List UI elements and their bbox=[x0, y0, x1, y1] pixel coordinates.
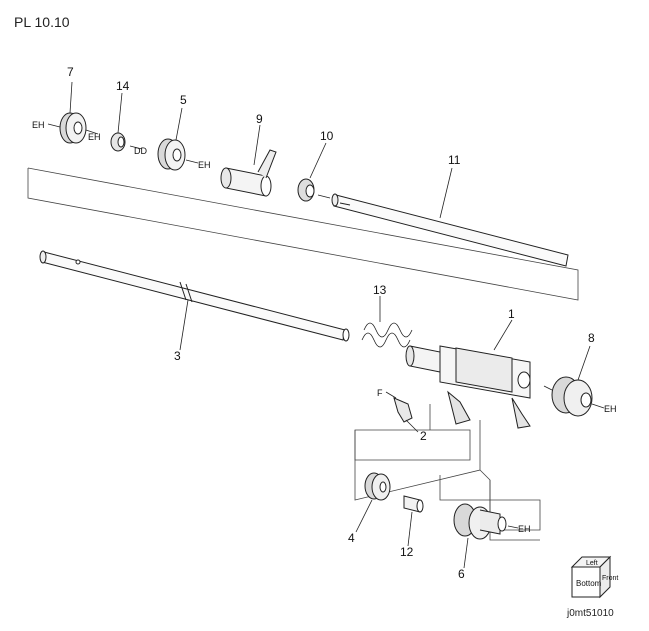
callout-13: 13 bbox=[373, 283, 387, 297]
callout-1: 1 bbox=[508, 307, 515, 321]
tag-eh-7-right: EH bbox=[88, 132, 101, 142]
callout-6: 6 bbox=[458, 567, 465, 581]
part-12-pin bbox=[403, 495, 424, 547]
part-11-shaft bbox=[331, 167, 569, 267]
part-8-gear bbox=[543, 345, 605, 417]
callout-4: 4 bbox=[348, 531, 355, 545]
callout-8: 8 bbox=[588, 331, 595, 345]
cube-label-front: Front bbox=[602, 575, 618, 582]
tag-eh-7-left: EH bbox=[32, 120, 45, 130]
callout-3: 3 bbox=[174, 349, 181, 363]
part-5-gear bbox=[157, 107, 199, 171]
figure-id: j0mt51010 bbox=[566, 608, 614, 619]
part-6-gear bbox=[453, 503, 519, 569]
part-4-gear bbox=[355, 472, 391, 533]
callout-7: 7 bbox=[67, 65, 74, 79]
part-3-shaft bbox=[39, 250, 350, 351]
callout-12: 12 bbox=[400, 545, 414, 559]
callout-14: 14 bbox=[116, 79, 130, 93]
tag-eh-8: EH bbox=[604, 404, 617, 414]
callout-10: 10 bbox=[320, 129, 334, 143]
lower-bracket-frames bbox=[354, 404, 541, 541]
part-14-ring bbox=[110, 92, 143, 152]
part-1-bracket bbox=[405, 319, 531, 429]
tag-eh-5: EH bbox=[198, 160, 211, 170]
cube-label-bottom: Bottom bbox=[576, 579, 602, 588]
part-10-collar bbox=[297, 142, 331, 202]
tag-eh-6: EH bbox=[518, 524, 531, 534]
part-9-holder bbox=[220, 124, 277, 197]
cube-label-left: Left bbox=[586, 560, 598, 567]
callout-11: 11 bbox=[448, 153, 461, 167]
orientation-cube-icon: Bottom Left Front bbox=[570, 555, 618, 599]
upper-assembly-frame bbox=[27, 167, 579, 301]
callout-2: 2 bbox=[420, 429, 427, 443]
part-13-spring bbox=[361, 296, 413, 348]
part-2-clip bbox=[385, 391, 419, 433]
tag-f-2: F bbox=[377, 388, 383, 398]
page-title: PL 10.10 bbox=[14, 14, 70, 30]
part-7-gear bbox=[47, 81, 99, 144]
callout-5: 5 bbox=[180, 93, 187, 107]
tag-dd-14: DD bbox=[134, 146, 147, 156]
callout-9: 9 bbox=[256, 112, 263, 126]
